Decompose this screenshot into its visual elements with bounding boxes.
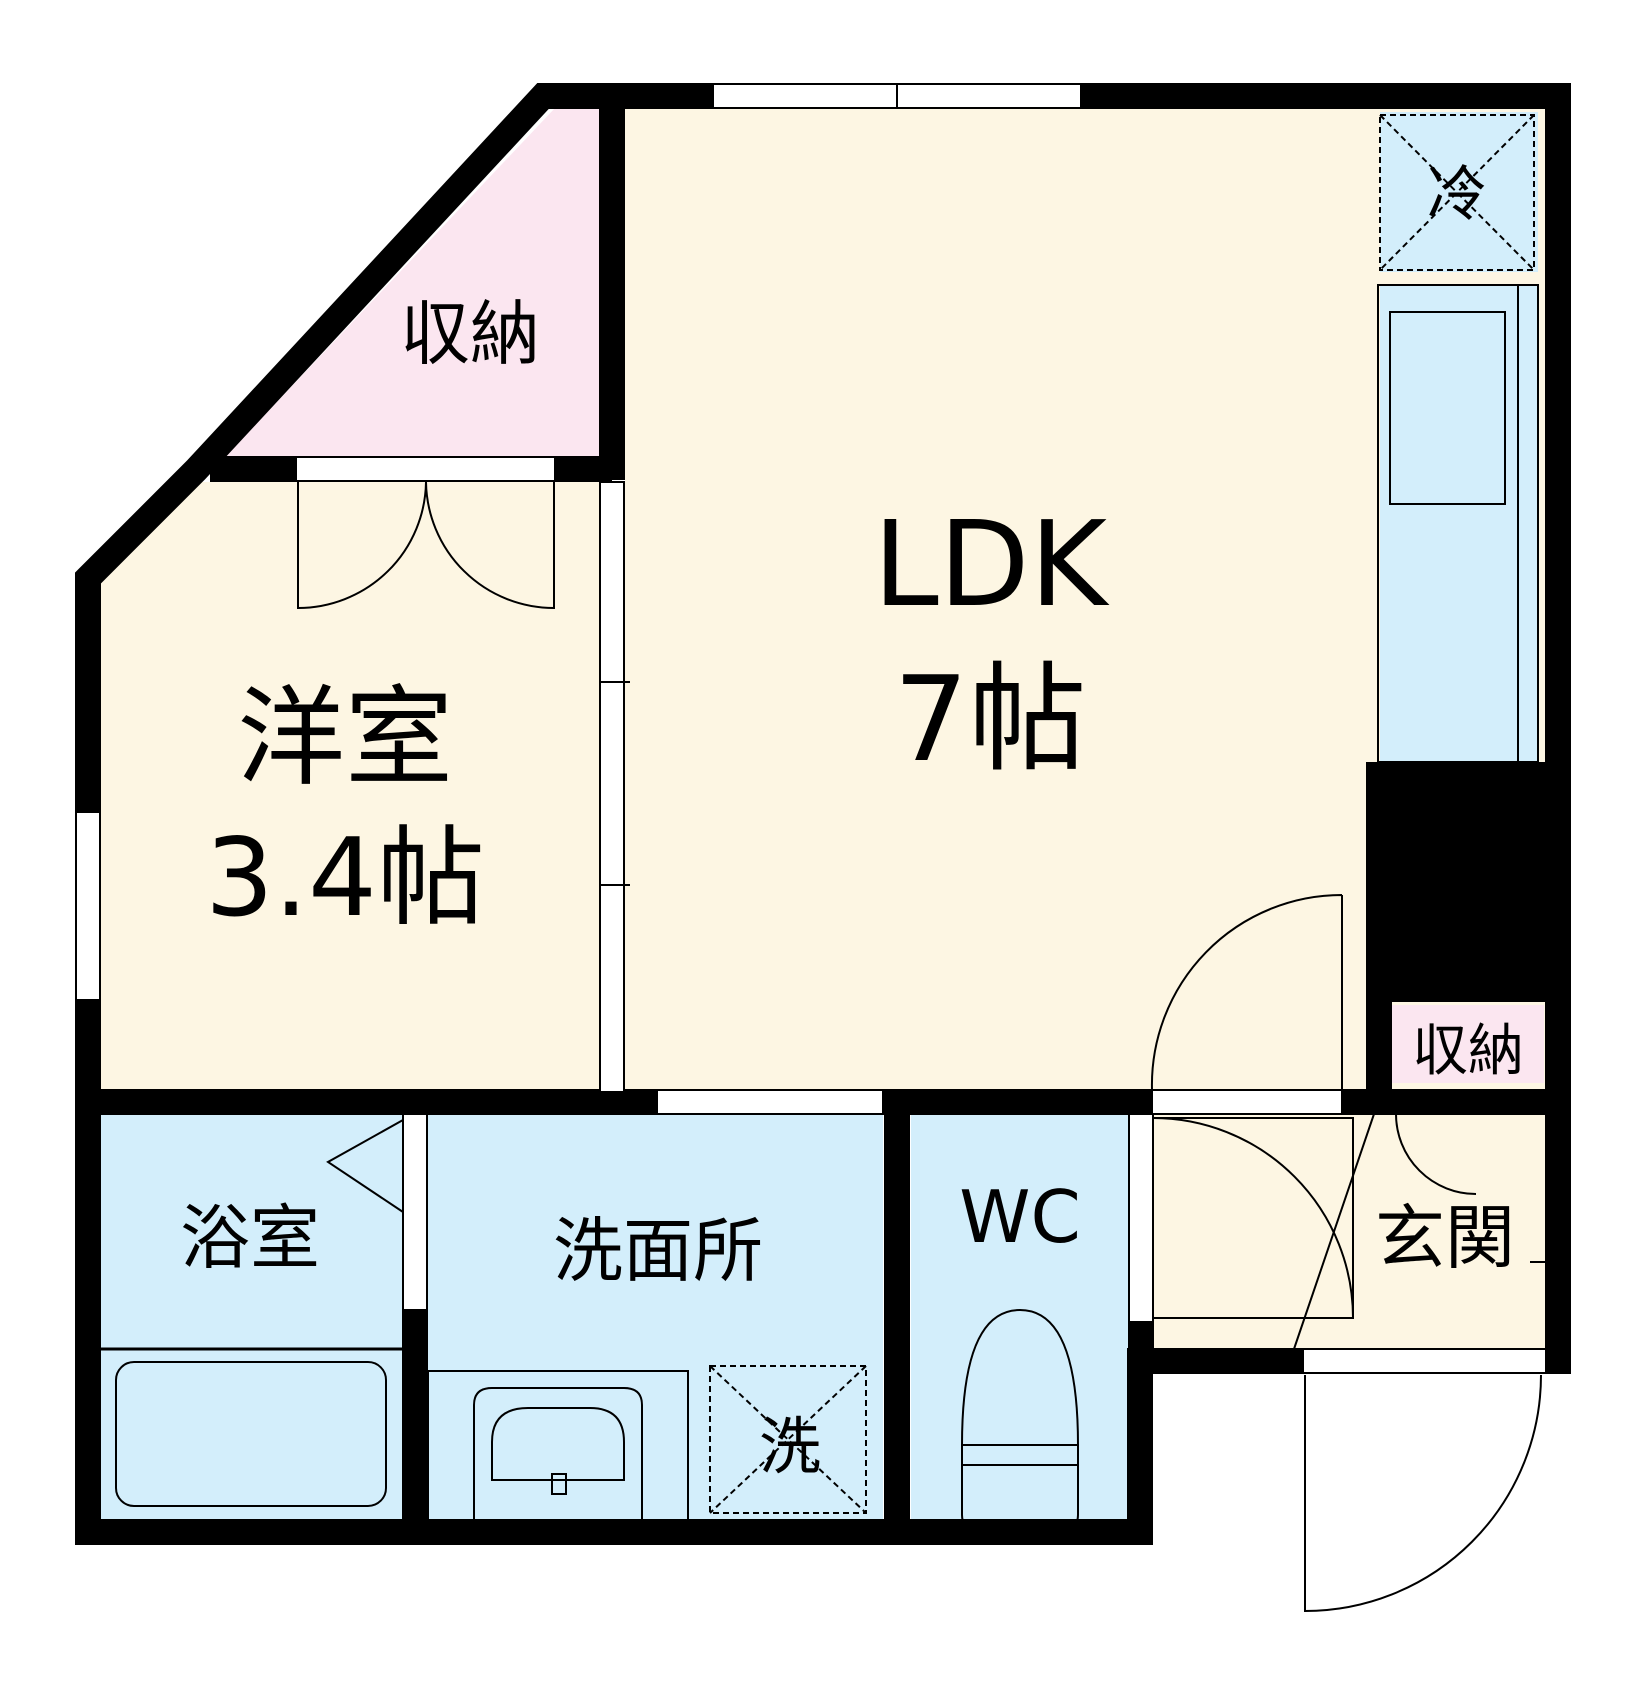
entrance-label: 玄関 <box>1375 1197 1515 1279</box>
ldk-floor <box>625 108 1546 1103</box>
vanity-area <box>427 1370 689 1521</box>
bath-label: 浴室 <box>180 1197 320 1279</box>
fridge-label: 冷 <box>1427 160 1487 230</box>
storage-door-left <box>297 481 427 610</box>
washer-box <box>709 1365 867 1514</box>
washer-label: 洗 <box>759 1410 821 1483</box>
storage-door-right <box>425 481 555 610</box>
storage-top-floor <box>224 108 600 458</box>
structural-column <box>1366 762 1558 1002</box>
ldk-size: 7帖 <box>893 650 1086 788</box>
bath-door-gap <box>402 1113 428 1311</box>
bath-floor <box>100 1114 402 1520</box>
wc-door-gap <box>1128 1113 1154 1323</box>
storage-entry-label: 収納 <box>1412 1019 1524 1084</box>
sliding-door-western <box>599 481 625 1093</box>
toilet[interactable] <box>960 1308 1080 1446</box>
outer-wall-main <box>75 83 1571 1545</box>
sliding-door-washroom <box>656 1089 884 1115</box>
wc-door <box>1152 1117 1355 1319</box>
bath-door <box>326 1119 404 1213</box>
storage-entry-floor <box>1392 1005 1544 1083</box>
storage-top-label: 収納 <box>400 293 540 375</box>
kitchen-outline <box>1377 284 1539 763</box>
ldk-door <box>1150 894 1343 1091</box>
window-left <box>75 811 101 1001</box>
washbasin[interactable] <box>473 1387 643 1523</box>
floor-fills <box>100 108 1546 1520</box>
entry-step-line <box>1293 1113 1375 1350</box>
door-swings <box>297 481 1546 1613</box>
wc-floor <box>911 1114 1129 1520</box>
western-room-floor <box>100 482 612 1093</box>
ldk-name: LDK <box>873 495 1110 633</box>
western-room-size: 3.4帖 <box>205 816 485 941</box>
washroom-floor <box>428 1114 883 1520</box>
washroom-label: 洗面所 <box>553 1210 763 1292</box>
ldk-door-gap <box>1151 1089 1343 1115</box>
storage-door-gap <box>295 456 556 482</box>
room-labels: LDK 7帖 洋室 3.4帖 収納 収納 浴室 洗面所 WC 玄関 冷 洗 <box>180 160 1524 1483</box>
entry-door-gap <box>1302 1348 1547 1374</box>
sink <box>1389 311 1506 505</box>
wc-label: WC <box>959 1175 1080 1259</box>
kitchen-counter <box>1380 285 1538 762</box>
bathtub[interactable] <box>115 1361 387 1507</box>
entrance-floor <box>1152 1114 1546 1349</box>
entry-door <box>1304 1374 1542 1613</box>
storage-entry-door <box>1395 1113 1477 1195</box>
fixtures <box>100 114 1539 1531</box>
western-room-name: 洋室 <box>237 676 453 801</box>
windows <box>75 83 1547 1374</box>
entry-storage-divider <box>1366 1002 1392 1102</box>
fridge-box <box>1379 114 1535 271</box>
